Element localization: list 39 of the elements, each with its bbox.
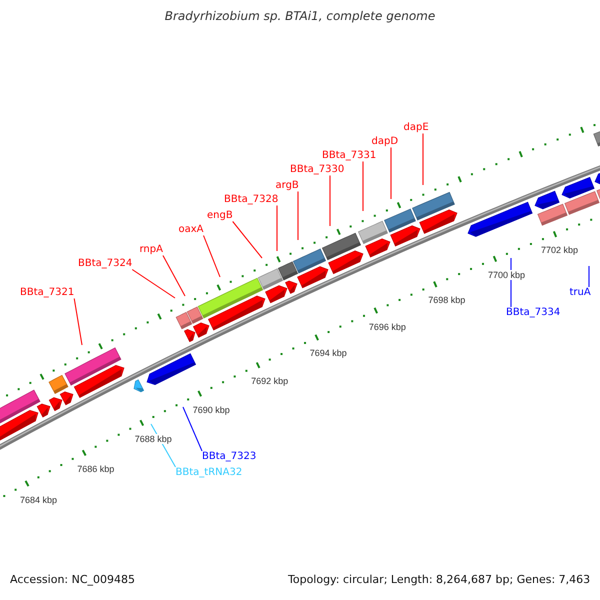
position-label: 7690 kbp [192, 404, 230, 415]
leader-line [182, 406, 202, 452]
gene-label: dapE [404, 122, 429, 134]
position-label: 7700 kbp [488, 270, 525, 280]
gene-label: BBta_7321 [20, 287, 74, 298]
leader-line [276, 205, 278, 252]
leader-line [132, 269, 176, 298]
gene-label: dapD [372, 136, 398, 148]
leader-line [74, 298, 82, 346]
title: Bradyrhizobium sp. BTAi1, complete genome [164, 10, 436, 24]
leader-line [162, 255, 186, 296]
gene-label: BBta_7328 [224, 194, 278, 206]
position-label: 7694 kbp [310, 348, 347, 359]
gene-label: truA [570, 287, 591, 298]
gene-label: BBta_7323 [202, 451, 256, 462]
genome-summary-text: Topology: circular; Length: 8,264,687 bp; Genes: 7,463 [288, 574, 590, 587]
leader-line [422, 133, 424, 186]
gene-label: oaxA [178, 224, 204, 236]
accession-text: Accession: NC_009485 [10, 574, 136, 587]
leader-line [588, 266, 590, 288]
leader-line [232, 221, 262, 258]
gene-label: argB [276, 180, 299, 192]
gene-label: BBta_tRNA32 [176, 467, 242, 478]
leader-line [362, 161, 364, 212]
leader-line [390, 147, 392, 200]
gene-label: BBta_7331 [322, 150, 376, 162]
position-label: 7696 kbp [368, 322, 406, 332]
position-label: 7692 kbp [251, 376, 288, 387]
position-label: 7702 kbp [541, 245, 578, 256]
position-label: 7688 kbp [134, 434, 172, 444]
gene-label: BBta_7330 [290, 164, 344, 176]
position-label: 7686 kbp [77, 464, 114, 474]
position-label: 7684 kbp [20, 494, 58, 505]
gene-label: BBta_7324 [78, 258, 132, 270]
gene-label: engB [207, 210, 233, 222]
gene-label: rnpA [140, 244, 163, 256]
position-label: 7698 kbp [428, 295, 466, 306]
leader-line [203, 235, 220, 278]
gene-label: BBta_7334 [506, 307, 560, 318]
